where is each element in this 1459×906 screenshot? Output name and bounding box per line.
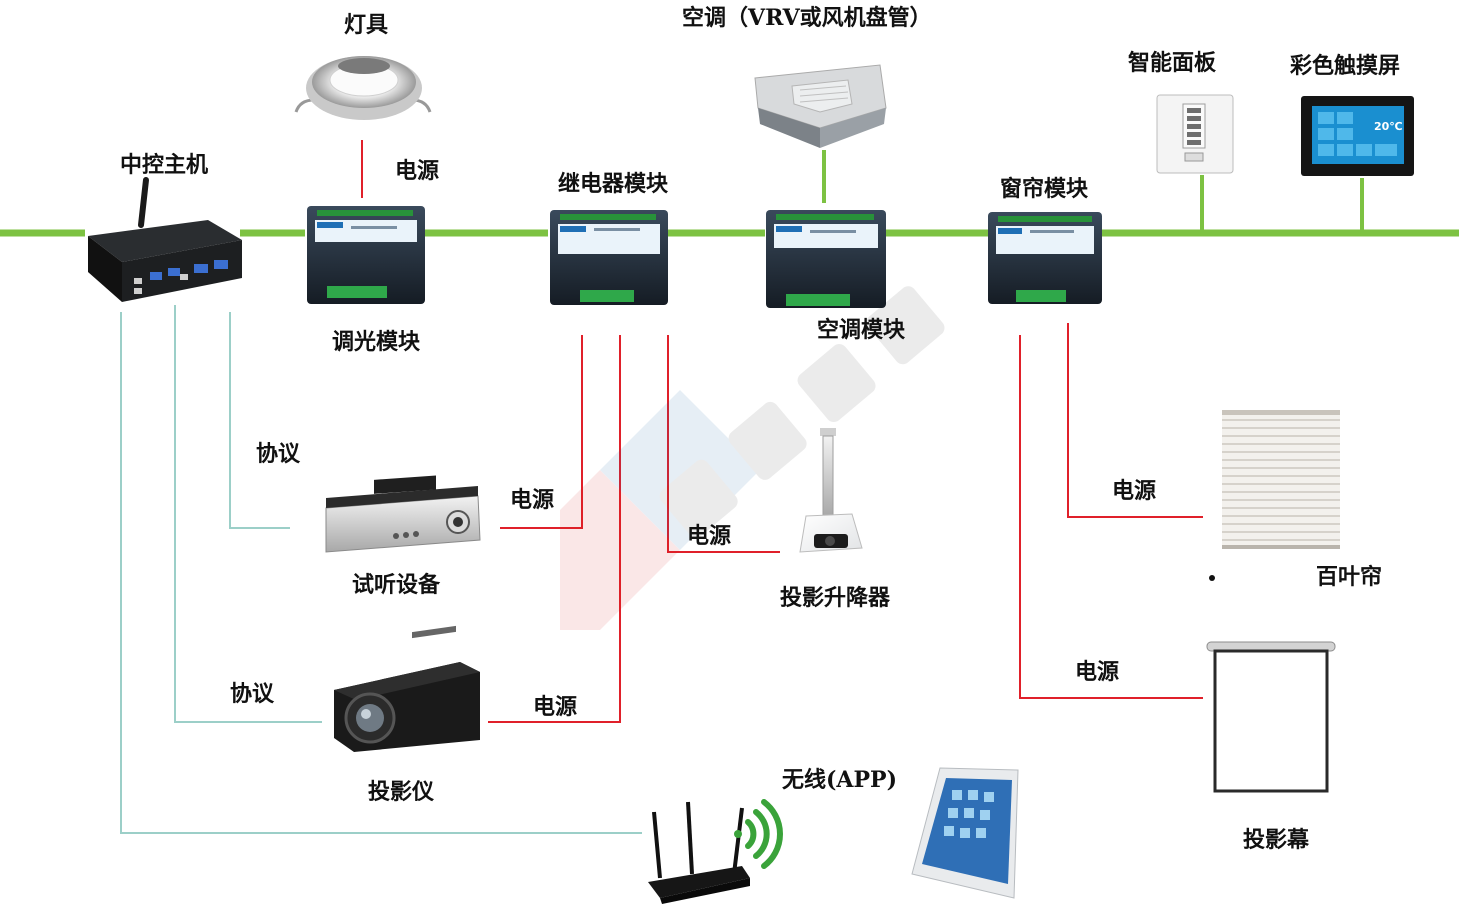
protocol-lines (120, 305, 642, 834)
dimmer-module-label: 调光模块 (332, 329, 421, 355)
smart-panel-device (1156, 94, 1234, 174)
router-device (648, 801, 750, 904)
host-label: 中控主机 (120, 152, 209, 178)
lamp-label: 灯具 (344, 12, 389, 38)
wifi-icon (734, 799, 783, 869)
projector-protocol-label: 协议 (230, 681, 275, 707)
projector-power-label: 电源 (533, 694, 578, 720)
screen-power-label: 电源 (1075, 659, 1120, 685)
lift-power-label: 电源 (687, 523, 732, 549)
screen-temperature: 20℃ (1374, 120, 1403, 133)
lamp-power-label: 电源 (395, 158, 440, 184)
touch-screen-label: 彩色触摸屏 (1290, 53, 1401, 79)
dimmer-module-device (307, 206, 425, 304)
audio-device (325, 475, 481, 553)
projector-label: 投影仪 (368, 779, 435, 805)
touch-screen-device: 20℃ (1301, 96, 1414, 176)
blinds-label: 百叶帘 (1316, 564, 1383, 590)
audio-device-label: 试听设备 (352, 572, 441, 598)
relay-module-device (550, 210, 668, 305)
hvac-unit-device (754, 64, 887, 148)
projector-device (334, 625, 480, 752)
curtain-module-device (988, 212, 1102, 304)
lamp-device (294, 56, 432, 120)
smart-panel-label: 智能面板 (1128, 50, 1217, 76)
tablet-device (911, 767, 1019, 899)
relay-module-label: 继电器模块 (558, 171, 669, 197)
power-lines (361, 140, 1203, 723)
blinds-device (1222, 410, 1340, 549)
projection-screen-label: 投影幕 (1243, 827, 1310, 853)
wireless-label: 无线(APP) (782, 767, 897, 793)
projector-lift-label: 投影升降器 (780, 585, 891, 611)
blinds-power-label: 电源 (1112, 478, 1157, 504)
host-device (88, 177, 242, 302)
bus-drops (822, 150, 1364, 233)
hvac-unit-label: 空调（VRV或风机盘管） (682, 5, 932, 31)
audio-protocol-label: 协议 (256, 441, 301, 467)
projection-screen-device (1206, 641, 1336, 793)
audio-power-label: 电源 (510, 487, 555, 513)
hvac-module-label: 空调模块 (817, 317, 906, 343)
bullet-dot (1209, 575, 1215, 581)
projector-lift-device (799, 428, 863, 553)
curtain-module-label: 窗帘模块 (1000, 176, 1089, 202)
hvac-module-device (766, 210, 886, 308)
